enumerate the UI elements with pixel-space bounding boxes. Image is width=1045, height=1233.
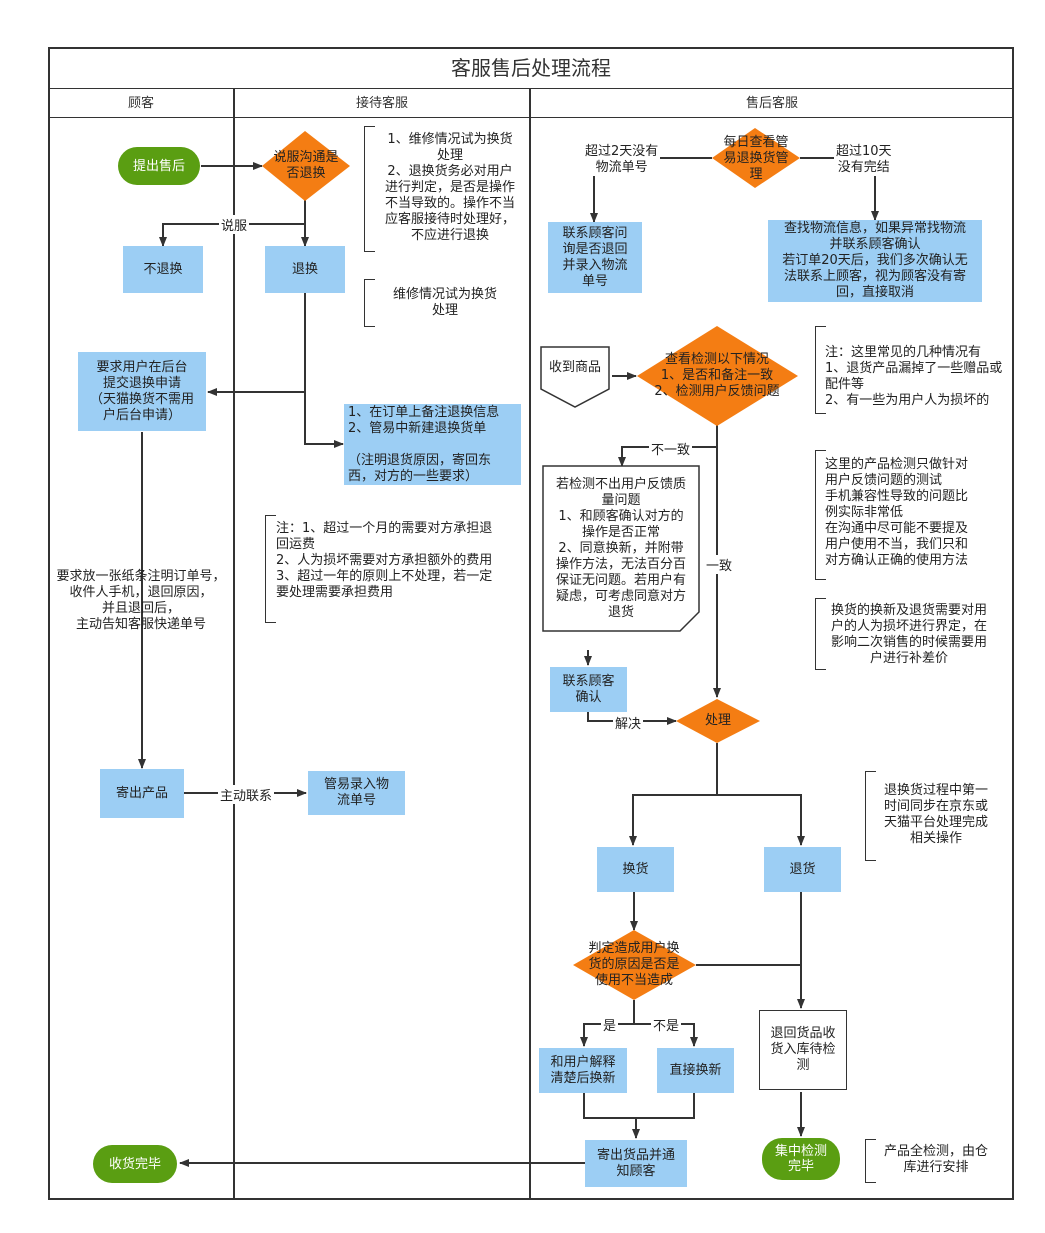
return-box: 退换 xyxy=(265,246,345,293)
note-platform-sync: 退换货过程中第一 时间同步在京东或 天猫平台处理完成 相关操作 xyxy=(883,783,988,846)
lane-aftersales: 售后客服 xyxy=(530,89,1014,118)
daily-check-label: 每日查看管 易退换货管 理 xyxy=(723,135,789,182)
receive-goods-shape xyxy=(540,346,610,408)
receipt-done-terminal: 收货完毕 xyxy=(93,1145,177,1183)
lane-customer: 顾客 xyxy=(48,89,234,118)
no-return-box: 不退换 xyxy=(123,246,203,293)
lane-divider xyxy=(233,89,235,1200)
find-logistics-box: 查找物流信息，如果异常找物流 并联系顾客确认 若订单20天后，我们多次确认无 法… xyxy=(768,220,982,302)
note-testing-scope: 这里的产品检测只做针对 用户反馈问题的测试 手机兼容性导致的问题比 例实际非常低… xyxy=(825,457,969,568)
note-bracket xyxy=(815,450,826,580)
cannot-detect-text: 若检测不出用户反馈质 量问题 1、和顾客确认对方的 操作是否正常 2、同意换新，… xyxy=(555,477,686,620)
note-maintenance: 维修情况试为换货 处理 xyxy=(392,287,497,318)
contact-customer-box: 联系顾客问 询是否退回 并录入物流 单号 xyxy=(548,222,642,293)
direct-exchange-box: 直接换新 xyxy=(657,1048,734,1093)
diagram-frame xyxy=(48,47,1014,1200)
note-bracket xyxy=(265,515,276,623)
note-bracket xyxy=(865,1139,876,1183)
decision-diamond xyxy=(637,326,798,426)
send-product-box: 寄出产品 xyxy=(100,769,184,818)
entry-tracking-box: 管易录入物 流单号 xyxy=(308,771,405,815)
refund-box: 退货 xyxy=(764,847,841,892)
note-bracket xyxy=(865,771,876,861)
lane-reception: 接待客服 xyxy=(234,89,530,118)
edge-label-contact-active: 主动联系 xyxy=(218,785,275,804)
check-decision-label: 查看检测以下情况 1、是否和备注一致 2、检测用户反馈问题 xyxy=(654,352,780,399)
start-terminal: 提出售后 xyxy=(118,147,200,185)
edge-label-consistent: 一致 xyxy=(704,555,735,574)
note-full-check: 产品全检测，由仓 库进行安排 xyxy=(883,1144,988,1175)
lane-divider xyxy=(529,89,531,1200)
note-bracket xyxy=(815,326,826,414)
persuade-decision-label: 说服沟通是 否退换 xyxy=(273,150,339,181)
central-check-terminal: 集中检测 完毕 xyxy=(762,1138,840,1180)
decision-diamond xyxy=(676,699,760,743)
edge-label-inconsistent: 不一致 xyxy=(649,439,693,458)
note-card-shape xyxy=(542,465,700,632)
judge-cause-label: 判定造成用户换 货的原因是否是 使用不当造成 xyxy=(588,941,680,988)
explain-exchange-box: 和用户解释 清楚后换新 xyxy=(539,1048,627,1093)
note-bracket xyxy=(364,126,375,252)
note-bracket xyxy=(364,279,375,327)
order-note-box: 1、在订单上备注退换信息 2、管易中新建退换货单 （注明退货原因，寄回东 西，对… xyxy=(344,404,521,485)
ship-notify-box: 寄出货品并通 知顾客 xyxy=(585,1140,687,1187)
note-maintenance-rules: 1、维修情况试为换货 处理 2、退换货务必对用户 进行判定，是否是操作 不当导致… xyxy=(384,132,515,243)
decision-diamond xyxy=(573,930,696,1000)
note-common-cases: 注：这里常见的几种情况有 1、退货产品漏掉了一些赠品或 配件等 2、有一些为用户… xyxy=(825,345,1003,408)
edge-label-no: 不是 xyxy=(651,1015,682,1034)
edge-label-over2days: 超过2天没有 物流单号 xyxy=(583,144,661,176)
note-bracket xyxy=(815,598,826,670)
edge-label-yes: 是 xyxy=(601,1015,619,1034)
edge-label-resolved: 解决 xyxy=(613,713,644,732)
ask-submit-box: 要求用户在后台 提交退换申请 （天猫换货不需用 户后台申请） xyxy=(78,352,206,431)
note-damage-assessment: 换货的换新及退货需要对用 户的人为损坏进行界定，在 影响二次销售的时候需要用 户… xyxy=(830,603,987,666)
process-label: 处理 xyxy=(704,713,731,728)
return-storage-box: 退回货品收 货入库待检 测 xyxy=(759,1010,847,1090)
note-fees: 注：1、超过一个月的需要对方承担退 回运费 2、人为损坏需要对方承担额外的费用 … xyxy=(276,521,493,600)
exchange-box: 换货 xyxy=(597,847,674,892)
diagram-title: 客服售后处理流程 xyxy=(48,47,1014,89)
contact-confirm-box: 联系顾客 确认 xyxy=(550,667,627,712)
edge-label-over10days: 超过10天 没有完结 xyxy=(834,144,894,176)
receive-goods-label: 收到商品 xyxy=(548,360,601,375)
decision-diamond xyxy=(262,131,350,201)
customer-instruction-text: 要求放一张纸条注明订单号， 收件人手机，退回原因， 并且退回后， 主动告知客服快… xyxy=(56,569,226,632)
decision-diamond xyxy=(712,128,800,188)
edge-label-persuade: 说服 xyxy=(219,215,250,234)
